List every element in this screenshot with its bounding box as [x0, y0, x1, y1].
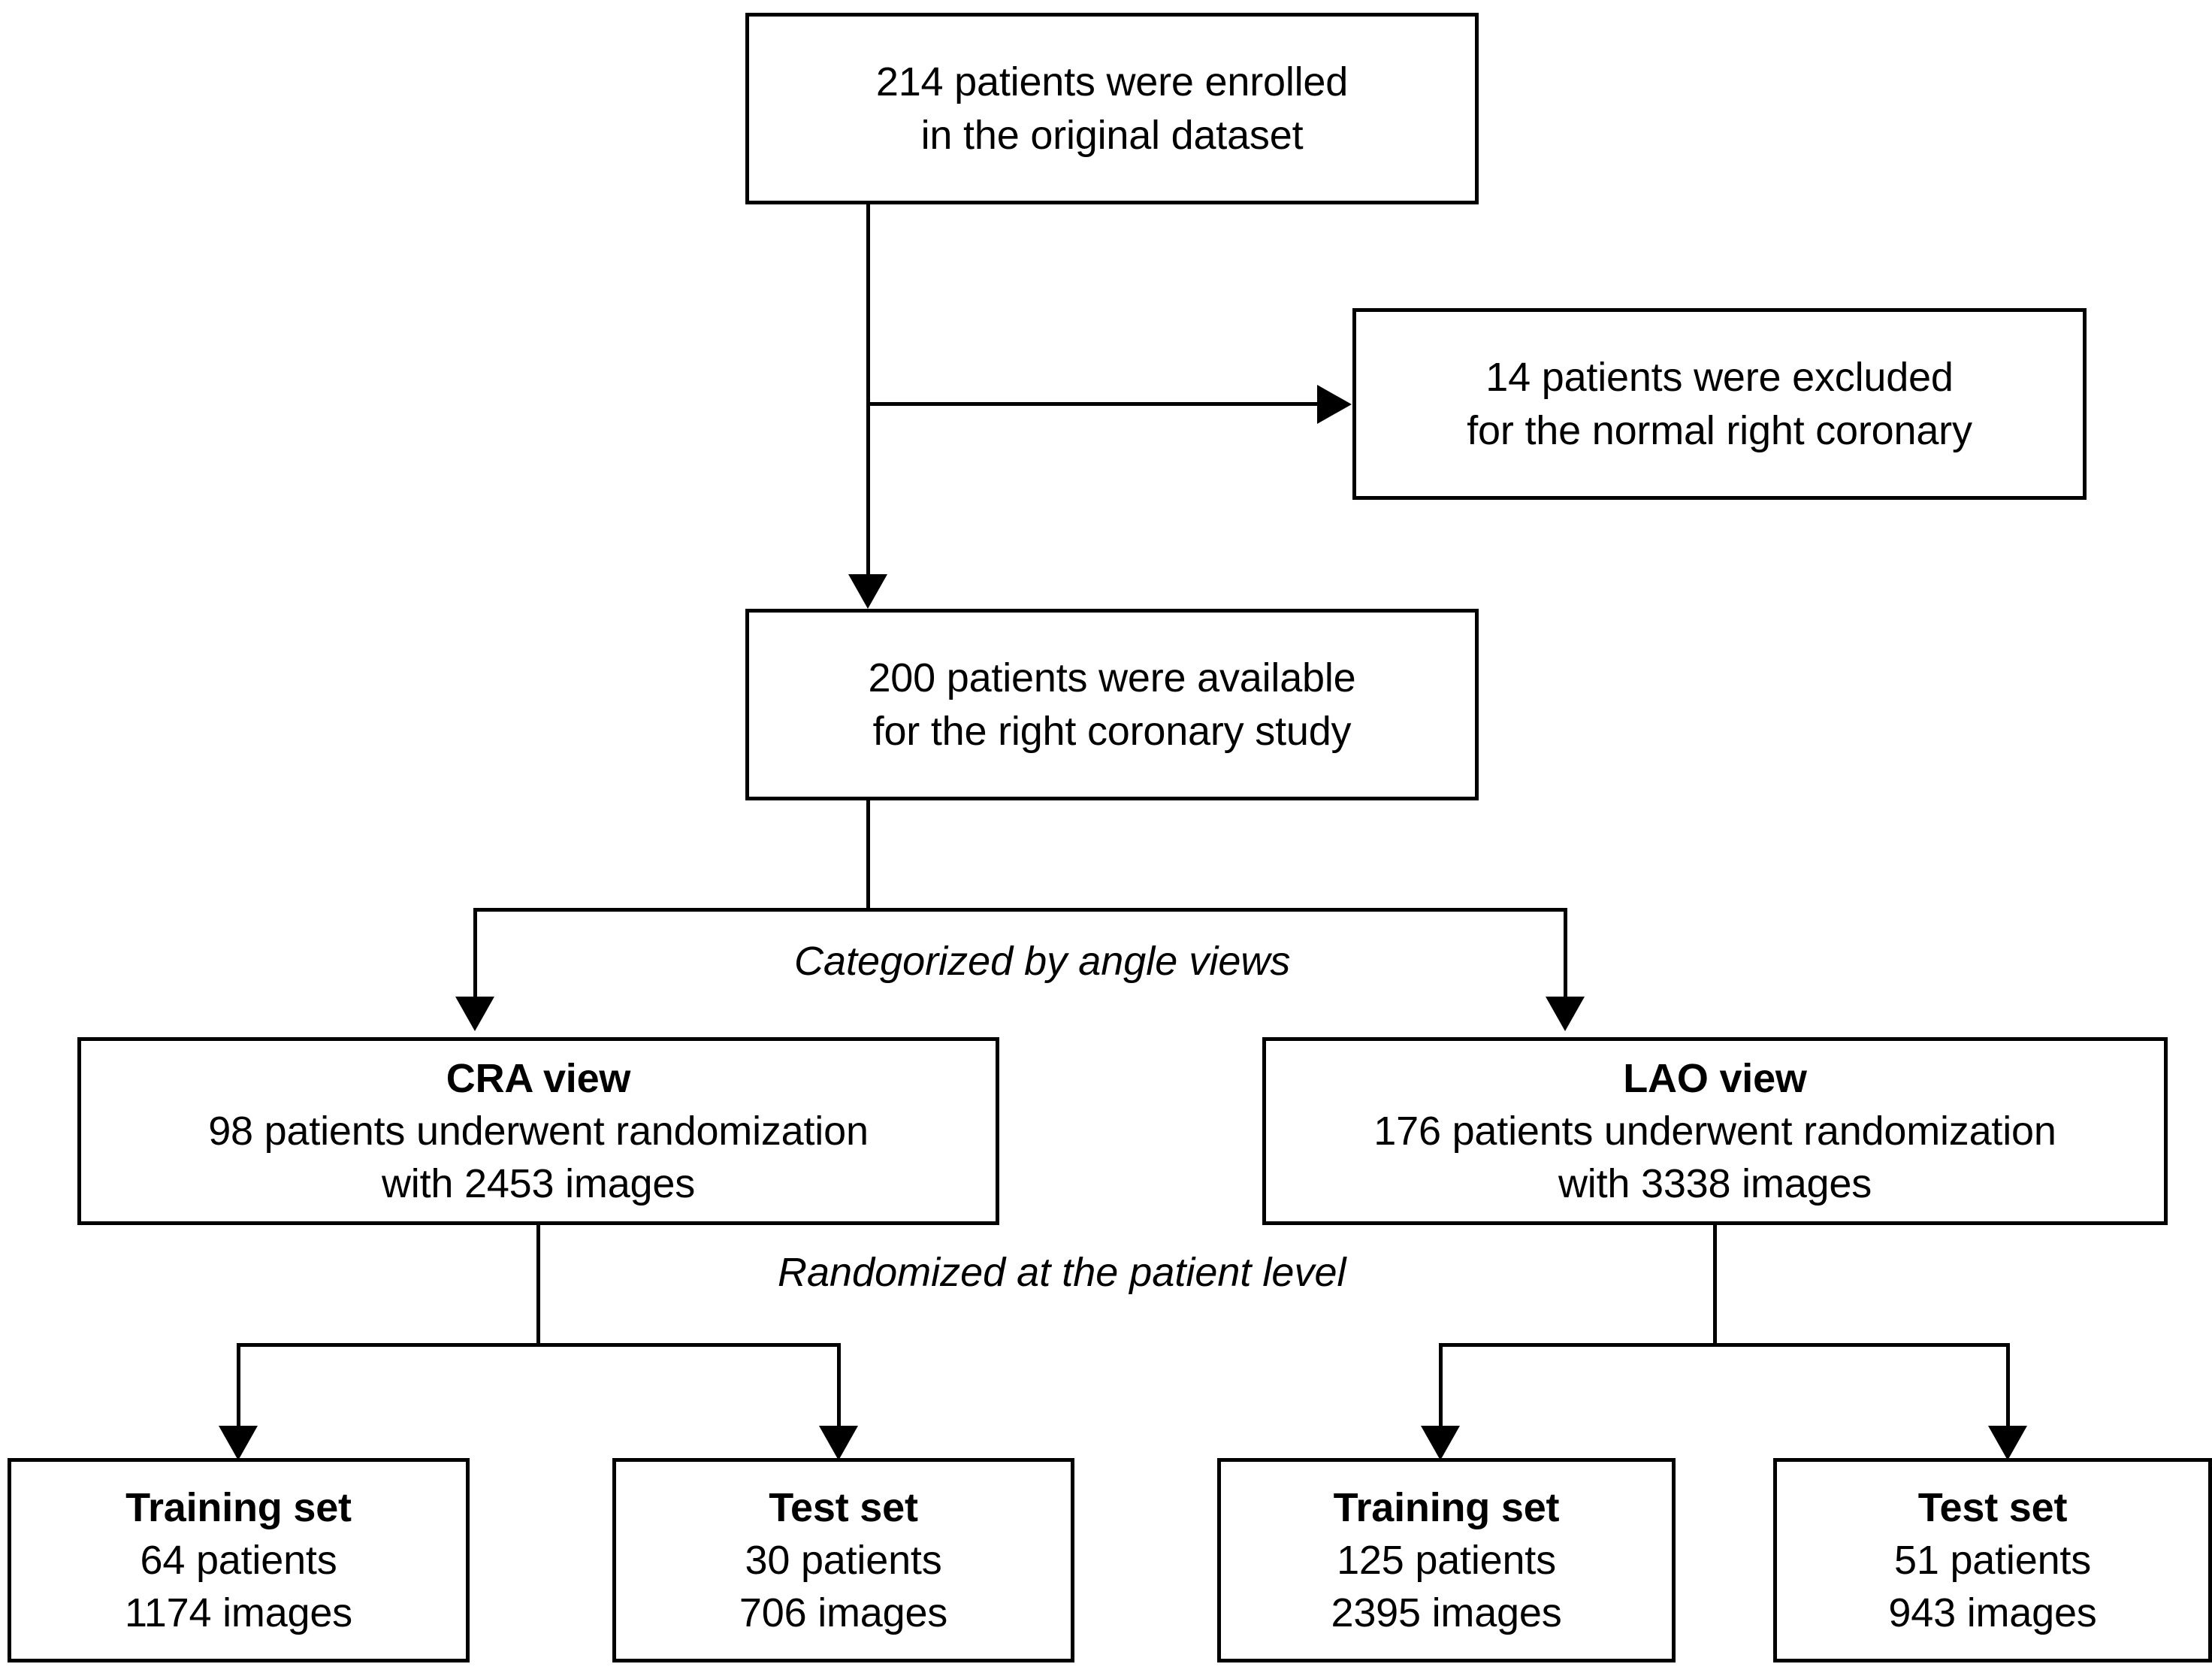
- node-available-line2: for the right coronary study: [872, 708, 1352, 754]
- connector-view-fork-bar: [473, 908, 1567, 912]
- connector-cra-fork-right-drop: [837, 1343, 841, 1426]
- node-cra-view-title: CRA view: [446, 1055, 631, 1101]
- node-excluded: 14 patients were excluded for the normal…: [1352, 308, 2087, 500]
- node-enrolled-line1: 214 patients were enrolled: [875, 59, 1349, 105]
- node-cra-view-line2: with 2453 images: [381, 1161, 696, 1207]
- node-excluded-line1: 14 patients were excluded: [1485, 355, 1954, 401]
- node-lao-test-set-title: Test set: [1917, 1484, 2068, 1530]
- arrow-into-lao-training: [1421, 1426, 1460, 1460]
- node-cra-training-set: Training set 64 patients 1174 images: [8, 1458, 470, 1662]
- connector-lao-fork-bar: [1439, 1343, 2010, 1347]
- node-cra-test-set-line2: 706 images: [739, 1590, 948, 1636]
- arrow-into-lao-view: [1546, 997, 1585, 1031]
- node-cra-view: CRA view 98 patients underwent randomiza…: [77, 1037, 999, 1225]
- connector-fork-left-drop: [473, 908, 477, 997]
- connector-lao-trunk: [1713, 1225, 1717, 1345]
- connector-cra-fork-left-drop: [237, 1343, 240, 1426]
- node-enrolled: 214 patients were enrolled in the origin…: [745, 13, 1479, 204]
- node-enrolled-line2: in the original dataset: [920, 112, 1304, 158]
- node-cra-test-set: Test set 30 patients 706 images: [612, 1458, 1074, 1662]
- node-lao-view-line1: 176 patients underwent randomization: [1373, 1108, 2056, 1154]
- caption-randomized: Randomized at the patient level: [767, 1249, 1357, 1296]
- arrow-into-cra-view: [455, 997, 494, 1031]
- node-lao-view-line2: with 3338 images: [1558, 1161, 1872, 1207]
- connector-enrolled-to-available: [866, 204, 870, 574]
- node-lao-training-set-line1: 125 patients: [1337, 1537, 1556, 1583]
- arrow-into-cra-training: [219, 1426, 258, 1460]
- arrow-into-lao-test: [1988, 1426, 2027, 1460]
- node-lao-training-set: Training set 125 patients 2395 images: [1217, 1458, 1676, 1662]
- connector-cra-fork-bar: [237, 1343, 841, 1347]
- connector-lao-fork-right-drop: [2006, 1343, 2010, 1426]
- node-cra-training-set-title: Training set: [125, 1484, 352, 1530]
- caption-categorized: Categorized by angle views: [784, 938, 1301, 985]
- node-lao-test-set: Test set 51 patients 943 images: [1773, 1458, 2212, 1662]
- node-cra-training-set-line1: 64 patients: [140, 1537, 337, 1583]
- node-lao-test-set-line1: 51 patients: [1894, 1537, 2091, 1583]
- connector-lao-fork-left-drop: [1439, 1343, 1443, 1426]
- node-lao-training-set-line2: 2395 images: [1331, 1590, 1562, 1636]
- node-cra-test-set-title: Test set: [769, 1484, 918, 1530]
- node-lao-view-title: LAO view: [1623, 1055, 1807, 1101]
- node-available-line1: 200 patients were available: [868, 655, 1356, 701]
- node-lao-view: LAO view 176 patients underwent randomiz…: [1262, 1037, 2168, 1225]
- arrow-into-available: [848, 574, 887, 609]
- node-lao-training-set-title: Training set: [1333, 1484, 1560, 1530]
- node-available: 200 patients were available for the righ…: [745, 609, 1479, 800]
- arrow-into-cra-test: [819, 1426, 858, 1460]
- connector-available-trunk: [866, 800, 870, 912]
- connector-cra-trunk: [536, 1225, 540, 1345]
- connector-to-excluded: [866, 402, 1317, 406]
- node-cra-test-set-line1: 30 patients: [745, 1537, 942, 1583]
- node-cra-view-line1: 98 patients underwent randomization: [208, 1108, 869, 1154]
- arrow-into-excluded: [1317, 385, 1352, 424]
- node-lao-test-set-line2: 943 images: [1888, 1590, 2097, 1636]
- connector-fork-right-drop: [1564, 908, 1567, 997]
- node-cra-training-set-line2: 1174 images: [124, 1590, 352, 1636]
- node-excluded-line2: for the normal right coronary: [1467, 407, 1972, 453]
